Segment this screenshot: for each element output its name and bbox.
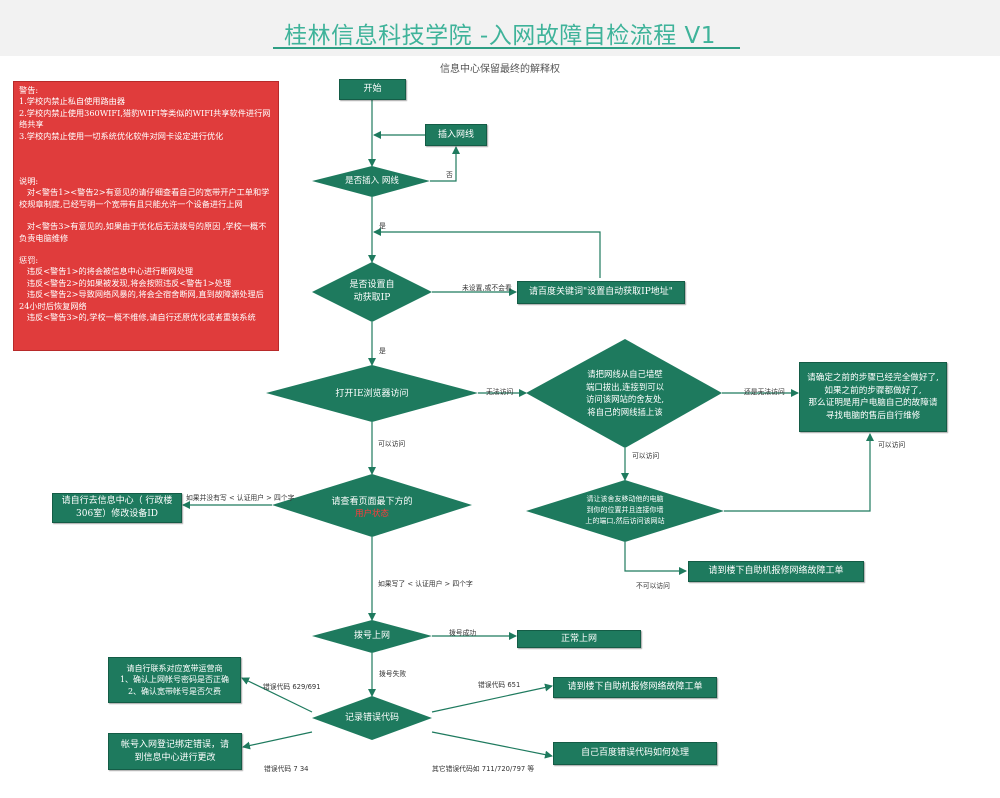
normal-access-node: 正常上网 <box>517 630 641 648</box>
edge-label-cannot-access-2: 不可以访问 <box>636 582 670 590</box>
warning-line: 违反<警告1>的将会被信息中心进行断网处理 <box>19 266 194 277</box>
page-title: 桂林信息科技学院 -入网故障自检流程 V1 <box>284 23 716 49</box>
arrow-record-to-ticket <box>431 683 553 713</box>
check-page-label: 请查看页面最下方的 <box>331 496 413 507</box>
title-underline <box>273 47 740 49</box>
plug-cable-node: 插入网线 <box>425 124 487 146</box>
record-error-label: 记录错误代码 <box>344 712 399 723</box>
warning-line: 警告: <box>19 85 39 95</box>
warning-line: 违反<警告2>的如果被发现,将会按照违反<警告1>处理 <box>19 277 232 288</box>
edge-label-written-auth: 如果写了 < 认证用户 > 四个字 <box>378 580 473 588</box>
warning-line: 说明: <box>19 176 39 187</box>
edge-label-dial-fail: 拨号失败 <box>379 670 407 678</box>
edge-label-code-629: 错误代码 629/691 <box>263 683 321 691</box>
diamond-check-page <box>272 474 472 537</box>
warning-line: 3.学校内禁止使用一切系统优化软件对网卡设定进行优化 <box>19 130 224 141</box>
edge-label-can-access-3: 可以访问 <box>878 441 906 449</box>
warning-line: 2.学校内禁止使用360WIFI,猎豹WIFI等类似的WIFI共享软件进行网络共… <box>19 107 271 130</box>
warning-line: 对<警告3>有意见的,如果由于优化后无法拨号的原因 ,学校一概不负责电脑维修 <box>19 221 267 243</box>
arrow-record-to-account <box>242 731 313 750</box>
warning-line: 惩罚: <box>19 255 39 266</box>
edge-label-no-auth: 如果并没有写 < 认证用户 > 四个字 <box>186 494 295 502</box>
diamond-open-ie <box>266 365 478 422</box>
edge-label-not-set: 未设置,或不会看 <box>462 284 512 292</box>
diamond-auto-ip <box>312 262 432 322</box>
warning-line: 对<警告1><警告2>有意见的请仔细查看自己的宽带开户工单和学校规章制度,已经写… <box>19 187 270 209</box>
modify-device-id-node: 请自行去信息中心（ 行政楼 306室）修改设备ID <box>52 493 182 523</box>
arrow-check-to-plug <box>430 146 460 182</box>
arrow-search-back <box>373 228 601 278</box>
diamond-roommate-pc <box>526 480 724 542</box>
edge-label-no: 否 <box>446 171 453 179</box>
contact-isp-node: 请自行联系对应宽带运营商 1、确认上网帐号密码是否正确 2、确认宽带帐号是否欠费 <box>108 657 241 703</box>
is-plugged-label: 是否插入 网线 <box>345 175 399 186</box>
start-node: 开始 <box>339 79 406 100</box>
edge-label-cannot-access: 无法访问 <box>486 388 514 396</box>
warning-line: 违反<警告3>的,学校一概不维修,请自行还原优化或者重装系统 <box>19 312 256 323</box>
edge-label-yes-2: 是 <box>379 347 386 355</box>
edge-label-can-access: 可以访问 <box>378 440 406 448</box>
arrow-record-to-search <box>431 731 553 759</box>
diamond-dial-up <box>312 620 432 653</box>
arrow-roommatepc-to-ticket <box>624 542 687 575</box>
warning-panel: 警告: 1.学校内禁止私自使用路由器 2.学校内禁止使用360WIFI,猎豹WI… <box>13 81 279 351</box>
search-error-code-node: 自己百度错误代码如何处理 <box>553 742 717 765</box>
diamond-is-plugged <box>312 166 430 197</box>
repair-ticket-node: 请到楼下自助机报修网络故障工单 <box>688 561 864 582</box>
edge-label-code-651: 错误代码 651 <box>478 681 521 689</box>
arrow-record-to-isp <box>241 677 313 713</box>
repair-ticket-node-2: 请到楼下自助机报修网络故障工单 <box>553 677 717 698</box>
edge-label-still-cannot: 还是无法访问 <box>744 388 785 396</box>
page-subtitle: 信息中心保留最终的解释权 <box>440 64 560 75</box>
diamond-roommate-cable <box>526 339 722 448</box>
header-band <box>0 0 1000 56</box>
edge-label-code-other: 其它错误代码如 711/720/797 等 <box>432 765 535 773</box>
auto-ip-label: 是否设置自 动获取IP <box>349 280 395 303</box>
edge-label-yes: 是 <box>379 222 386 230</box>
search-auto-ip-node: 请百度关键词"设置自动获取IP地址" <box>517 281 685 304</box>
account-bind-node: 帐号入网登记绑定错误，请 到信息中心进行更改 <box>108 733 242 770</box>
roommate-pc-label: 请让该舍友移动他的电脑 到你的位置并且连接你墙 上的端口,然后访问该网站 <box>585 494 665 525</box>
edge-label-code-734: 错误代码 7 34 <box>264 765 309 773</box>
pc-fault-node: 请确定之前的步骤已经完全做好了, 如果之前的步骤都做好了, 那么证明是用户电脑自… <box>799 362 947 432</box>
roommate-cable-label: 请把网线从自己墙壁 端口拔出,连接到可以 访问该网站的舍友处, 将自己的网线插上… <box>585 369 665 417</box>
diamond-record-error <box>312 696 432 740</box>
edge-label-dial-success: 拨号成功 <box>449 629 477 637</box>
open-ie-label: 打开IE浏览器访问 <box>335 388 409 399</box>
arrow-roommatepc-to-pcfault <box>724 433 874 512</box>
edge-label-can-access-2: 可以访问 <box>632 452 660 460</box>
dial-up-label: 拨号上网 <box>353 630 390 641</box>
warning-line: 违反<警告2>导致网络风暴的,将会全宿舍断网,直到故障源处理后24小时后恢复网络 <box>19 289 264 311</box>
warning-line: 1.学校内禁止私自使用路由器 <box>19 96 126 107</box>
user-status-label: 用户状态 <box>354 509 389 519</box>
